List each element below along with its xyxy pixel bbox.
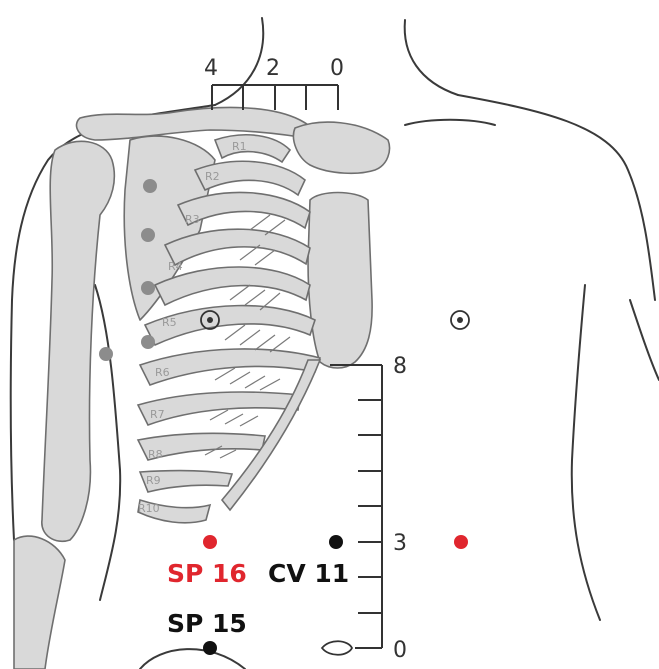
sp16-label: SP 16 — [167, 559, 247, 588]
manubrium — [293, 122, 389, 173]
sp16-point-left — [203, 535, 217, 549]
rib-label-7: R7 — [150, 408, 165, 421]
gray-marker — [141, 281, 155, 295]
left-arm-outer-outline — [11, 300, 14, 540]
right-scale-label-0: 0 — [393, 638, 407, 663]
top-scale: 4 2 0 — [204, 56, 344, 110]
top-scale-label-2: 2 — [266, 56, 280, 81]
left-waist-outline — [95, 285, 120, 600]
right-scale-label-8: 8 — [393, 354, 407, 379]
sp16-point-right — [454, 535, 468, 549]
forearm — [14, 536, 65, 669]
rib-label-10: R10 — [138, 502, 160, 515]
sternum — [308, 193, 372, 369]
rib-1 — [215, 135, 290, 162]
right-waist-outline — [572, 285, 600, 620]
gray-marker — [143, 179, 157, 193]
right-chest-line — [405, 120, 495, 125]
humerus — [42, 141, 115, 541]
sp15-label: SP 15 — [167, 609, 247, 638]
sp15-point — [203, 641, 217, 655]
nipple-icon — [451, 311, 469, 329]
rib-label-1: R1 — [232, 140, 247, 153]
right-shoulder-outline — [458, 95, 655, 300]
rib-label-8: R8 — [148, 448, 163, 461]
rib-label-2: R2 — [205, 170, 220, 183]
clavicle — [76, 107, 318, 140]
navel-icon — [322, 641, 352, 655]
rib-label-4: R4 — [168, 260, 183, 273]
acupoints: SP 16 CV 11 SP 15 — [167, 535, 468, 655]
rib-label-9: R9 — [146, 474, 161, 487]
pelvis-outline — [140, 649, 245, 669]
right-arm-outline — [630, 300, 659, 380]
cv11-point — [329, 535, 343, 549]
right-scale: 8 3 0 — [330, 354, 407, 663]
neck-right-outline — [405, 20, 458, 95]
rib-label-3: R3 — [185, 213, 200, 226]
top-scale-label-0: 0 — [330, 56, 344, 81]
right-scale-label-3: 3 — [393, 531, 407, 556]
neck-left-outline — [215, 18, 263, 105]
cv11-label: CV 11 — [268, 559, 349, 588]
top-scale-label-4: 4 — [204, 56, 218, 81]
gray-marker — [141, 335, 155, 349]
rib-label-5: R5 — [162, 316, 177, 329]
rib-label-6: R6 — [155, 366, 170, 379]
gray-marker — [99, 347, 113, 361]
gray-marker — [141, 228, 155, 242]
